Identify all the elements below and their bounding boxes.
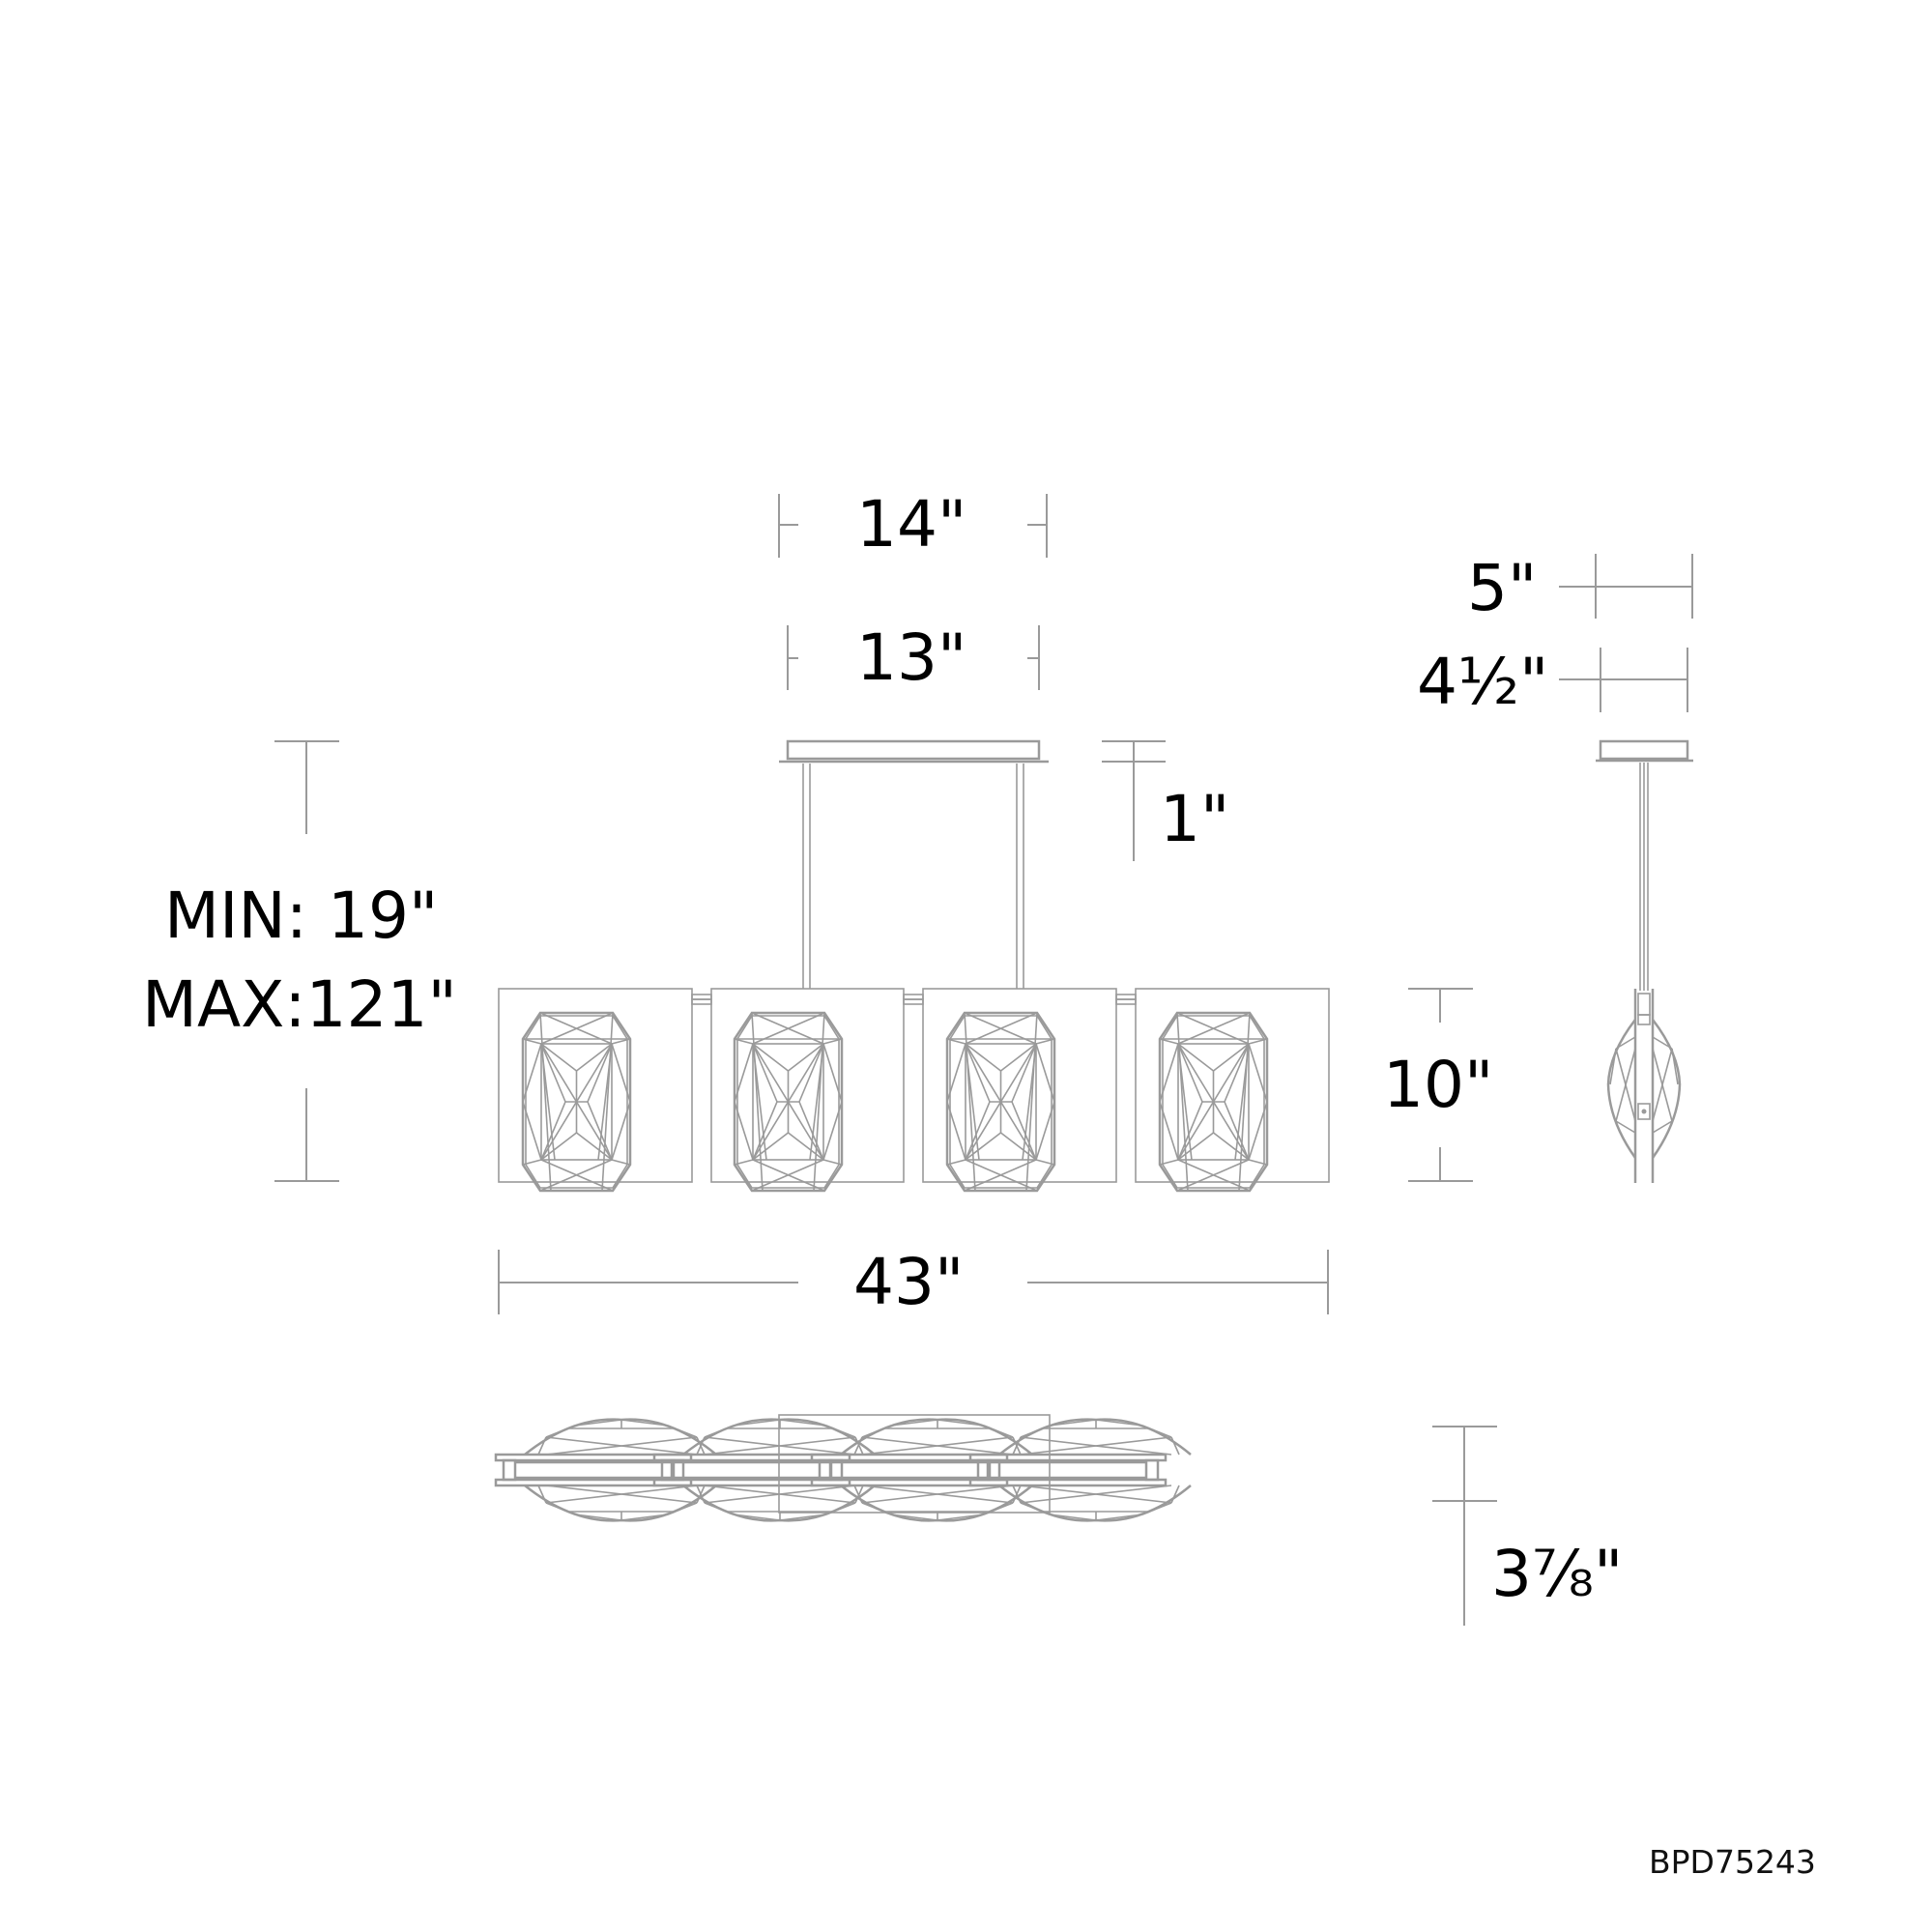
label-height-max: MAX:121" [142, 967, 457, 1042]
label-depth: 3⅞" [1491, 1537, 1624, 1611]
shade-panel-1 [498, 988, 693, 1193]
dim-canopy-height [1102, 740, 1166, 861]
label-shade-height: 10" [1383, 1048, 1494, 1122]
side-view [1559, 554, 1693, 1183]
label-overall-length: 43" [853, 1245, 965, 1319]
dim-side-canopy-inner [1559, 648, 1688, 712]
shade-panel-3 [922, 988, 1117, 1193]
canopy [779, 739, 1049, 764]
side-canopy [1596, 739, 1693, 763]
top-shade-1 [494, 1418, 718, 1522]
top-canopy-outline [778, 1414, 1051, 1514]
label-canopy-height: 1" [1160, 782, 1230, 856]
dim-side-canopy-outer [1559, 554, 1693, 619]
dim-canopy-outer [778, 494, 1048, 558]
top-view [494, 1414, 1497, 1626]
dim-depth [1432, 1426, 1497, 1626]
connector-bars [691, 994, 1137, 1005]
front-view [274, 494, 1473, 1314]
side-rod [1639, 763, 1649, 991]
shade-panel-2 [710, 988, 905, 1193]
suspension-rods [802, 764, 1024, 989]
label-canopy-outer: 14" [856, 487, 967, 562]
dim-overall-length [498, 1250, 1329, 1314]
dim-overall-height [274, 740, 339, 1182]
label-canopy-inner: 13" [856, 620, 967, 695]
side-shade [1606, 989, 1682, 1183]
label-side-canopy-inner: 4½" [1417, 645, 1549, 719]
model-number: BPD75243 [1649, 1843, 1816, 1881]
dim-canopy-inner [787, 625, 1040, 690]
dim-shade-height [1408, 988, 1473, 1182]
label-height-min: MIN: 19" [164, 879, 439, 953]
shade-panel-4 [1135, 988, 1330, 1193]
label-side-canopy-outer: 5" [1467, 551, 1538, 625]
